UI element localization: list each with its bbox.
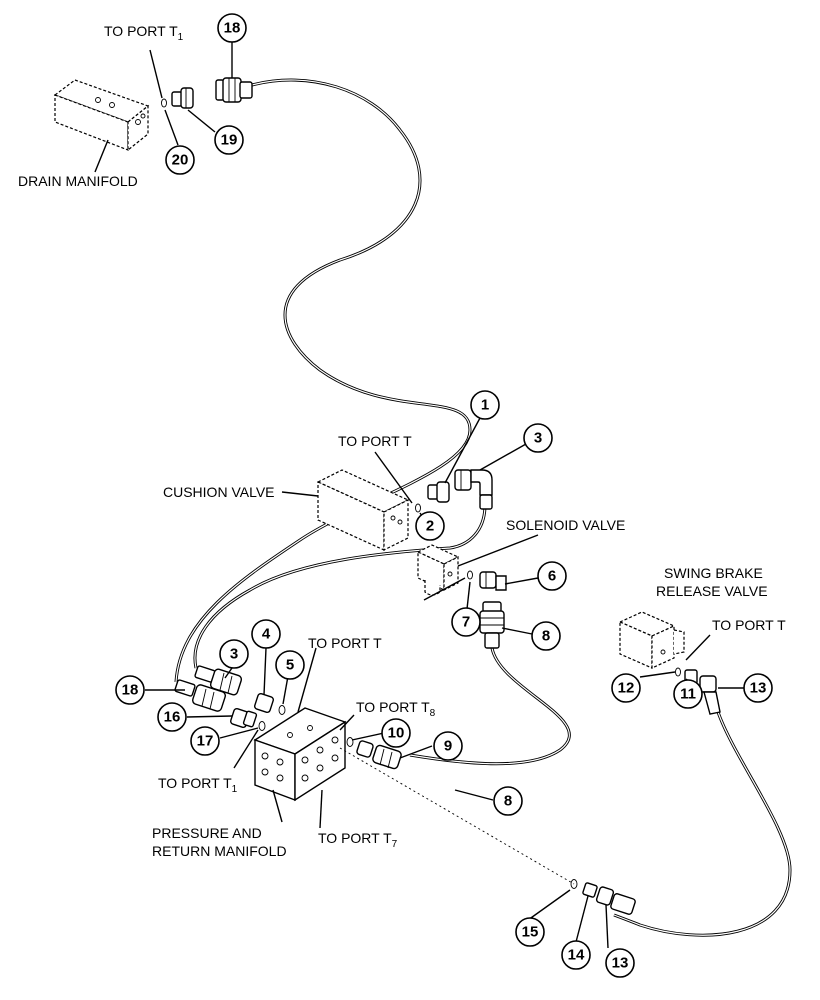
callout-17: 17 (190, 726, 220, 756)
label-to-port-t1-bottom: TO PORT T1 (158, 775, 238, 795)
oring-7 (467, 570, 473, 580)
svg-text:12: 12 (618, 680, 635, 697)
oring-15 (570, 879, 578, 889)
callout-19: 19 (214, 125, 244, 155)
callout-18-left: 18 (115, 675, 145, 705)
svg-text:15: 15 (522, 924, 539, 941)
label-to-port-t8: TO PORT T8 (356, 699, 436, 719)
hose-swing-to-bottom (613, 711, 792, 937)
oring-2 (415, 503, 421, 513)
callout-4: 4 (251, 619, 281, 649)
swing-brake-valve (618, 611, 685, 669)
label-swing-brake-1: SWING BRAKE (664, 565, 763, 581)
fitting-9 (356, 740, 402, 770)
svg-text:8: 8 (542, 628, 550, 645)
oring-17 (258, 721, 266, 731)
svg-text:18: 18 (224, 20, 241, 37)
label-pressure-return-2: RETURN MANIFOLD (152, 843, 287, 859)
hose-solenoid-to-manifold (409, 647, 571, 766)
text-labels: TO PORT T1 DRAIN MANIFOLD TO PORT T CUSH… (18, 23, 786, 859)
callout-3-top: 3 (523, 423, 553, 453)
callout-14: 14 (561, 940, 591, 970)
oring-12 (675, 667, 681, 677)
elbow-3-top (454, 469, 493, 510)
cushion-valve (316, 469, 410, 551)
svg-text:10: 10 (388, 725, 405, 742)
svg-text:4: 4 (262, 626, 271, 643)
hose-end-8-mid (479, 601, 505, 649)
hose-end-18-top (215, 77, 253, 103)
fitting-4 (253, 692, 275, 714)
label-cushion-valve: CUSHION VALVE (163, 484, 275, 500)
callout-1: 1 (470, 390, 500, 420)
callout-9: 9 (433, 731, 463, 761)
label-to-port-t-cushion: TO PORT T (338, 433, 412, 449)
label-drain-manifold: DRAIN MANIFOLD (18, 173, 138, 189)
oring-20 (161, 98, 167, 108)
callout-8-mid: 8 (531, 621, 561, 651)
svg-text:13: 13 (750, 680, 767, 697)
label-to-port-t1-top: TO PORT T1 (104, 23, 184, 43)
svg-text:3: 3 (534, 430, 542, 447)
hose-drain-to-cushion (174, 78, 472, 683)
callout-18-top: 18 (217, 13, 247, 43)
fitting-14 (582, 882, 598, 898)
svg-text:14: 14 (568, 947, 585, 964)
callout-13-bottom: 13 (605, 948, 635, 978)
callout-11: 11 (673, 679, 703, 709)
fitting-1 (427, 481, 450, 503)
label-to-port-t-solenoid: TO PORT T (308, 635, 382, 651)
svg-text:13: 13 (612, 955, 629, 972)
callout-16: 16 (157, 702, 187, 732)
callout-bubbles: 18 19 20 1 3 2 6 7 8 3 4 5 18 16 17 10 9… (115, 13, 773, 978)
svg-text:8: 8 (504, 793, 512, 810)
callout-2: 2 (415, 511, 445, 541)
callout-6: 6 (537, 561, 567, 591)
callout-5: 5 (275, 650, 305, 680)
callout-20: 20 (165, 145, 195, 175)
hose-end-13-bottom (595, 886, 636, 915)
svg-text:18: 18 (122, 682, 139, 699)
hose-end-18-left (174, 679, 227, 712)
label-to-port-t7: TO PORT T7 (318, 830, 398, 850)
leader-lines (94, 42, 744, 949)
callout-7: 7 (451, 607, 481, 637)
svg-text:19: 19 (221, 132, 238, 149)
label-solenoid-valve: SOLENOID VALVE (506, 517, 625, 533)
callout-8-bottom: 8 (493, 786, 523, 816)
elbow-13-right (699, 675, 721, 715)
svg-text:9: 9 (444, 738, 452, 755)
drain-manifold (53, 79, 150, 152)
label-pressure-return-1: PRESSURE AND (152, 825, 262, 841)
callout-15: 15 (515, 917, 545, 947)
svg-text:17: 17 (197, 733, 214, 750)
solenoid-valve (416, 544, 460, 596)
svg-text:6: 6 (548, 568, 556, 585)
callout-10: 10 (381, 718, 411, 748)
svg-text:11: 11 (680, 686, 696, 703)
elbow-6 (479, 571, 507, 591)
label-to-port-t-swing: TO PORT T (712, 617, 786, 633)
svg-text:20: 20 (172, 152, 189, 169)
svg-text:1: 1 (481, 397, 489, 414)
callout-13-right: 13 (743, 673, 773, 703)
fitting-19 (171, 87, 194, 109)
fitting-16 (229, 707, 258, 729)
svg-text:2: 2 (426, 518, 434, 535)
svg-text:3: 3 (230, 646, 238, 663)
callout-3-left: 3 (219, 639, 249, 669)
callout-12: 12 (611, 673, 641, 703)
oring-10 (346, 737, 354, 747)
label-swing-brake-2: RELEASE VALVE (656, 583, 768, 599)
svg-text:16: 16 (164, 709, 181, 726)
oring-5 (278, 705, 286, 715)
svg-text:7: 7 (462, 614, 470, 631)
hose-cushion-to-solenoid (193, 504, 487, 669)
svg-text:5: 5 (286, 657, 294, 674)
pressure-return-manifold (253, 707, 347, 802)
